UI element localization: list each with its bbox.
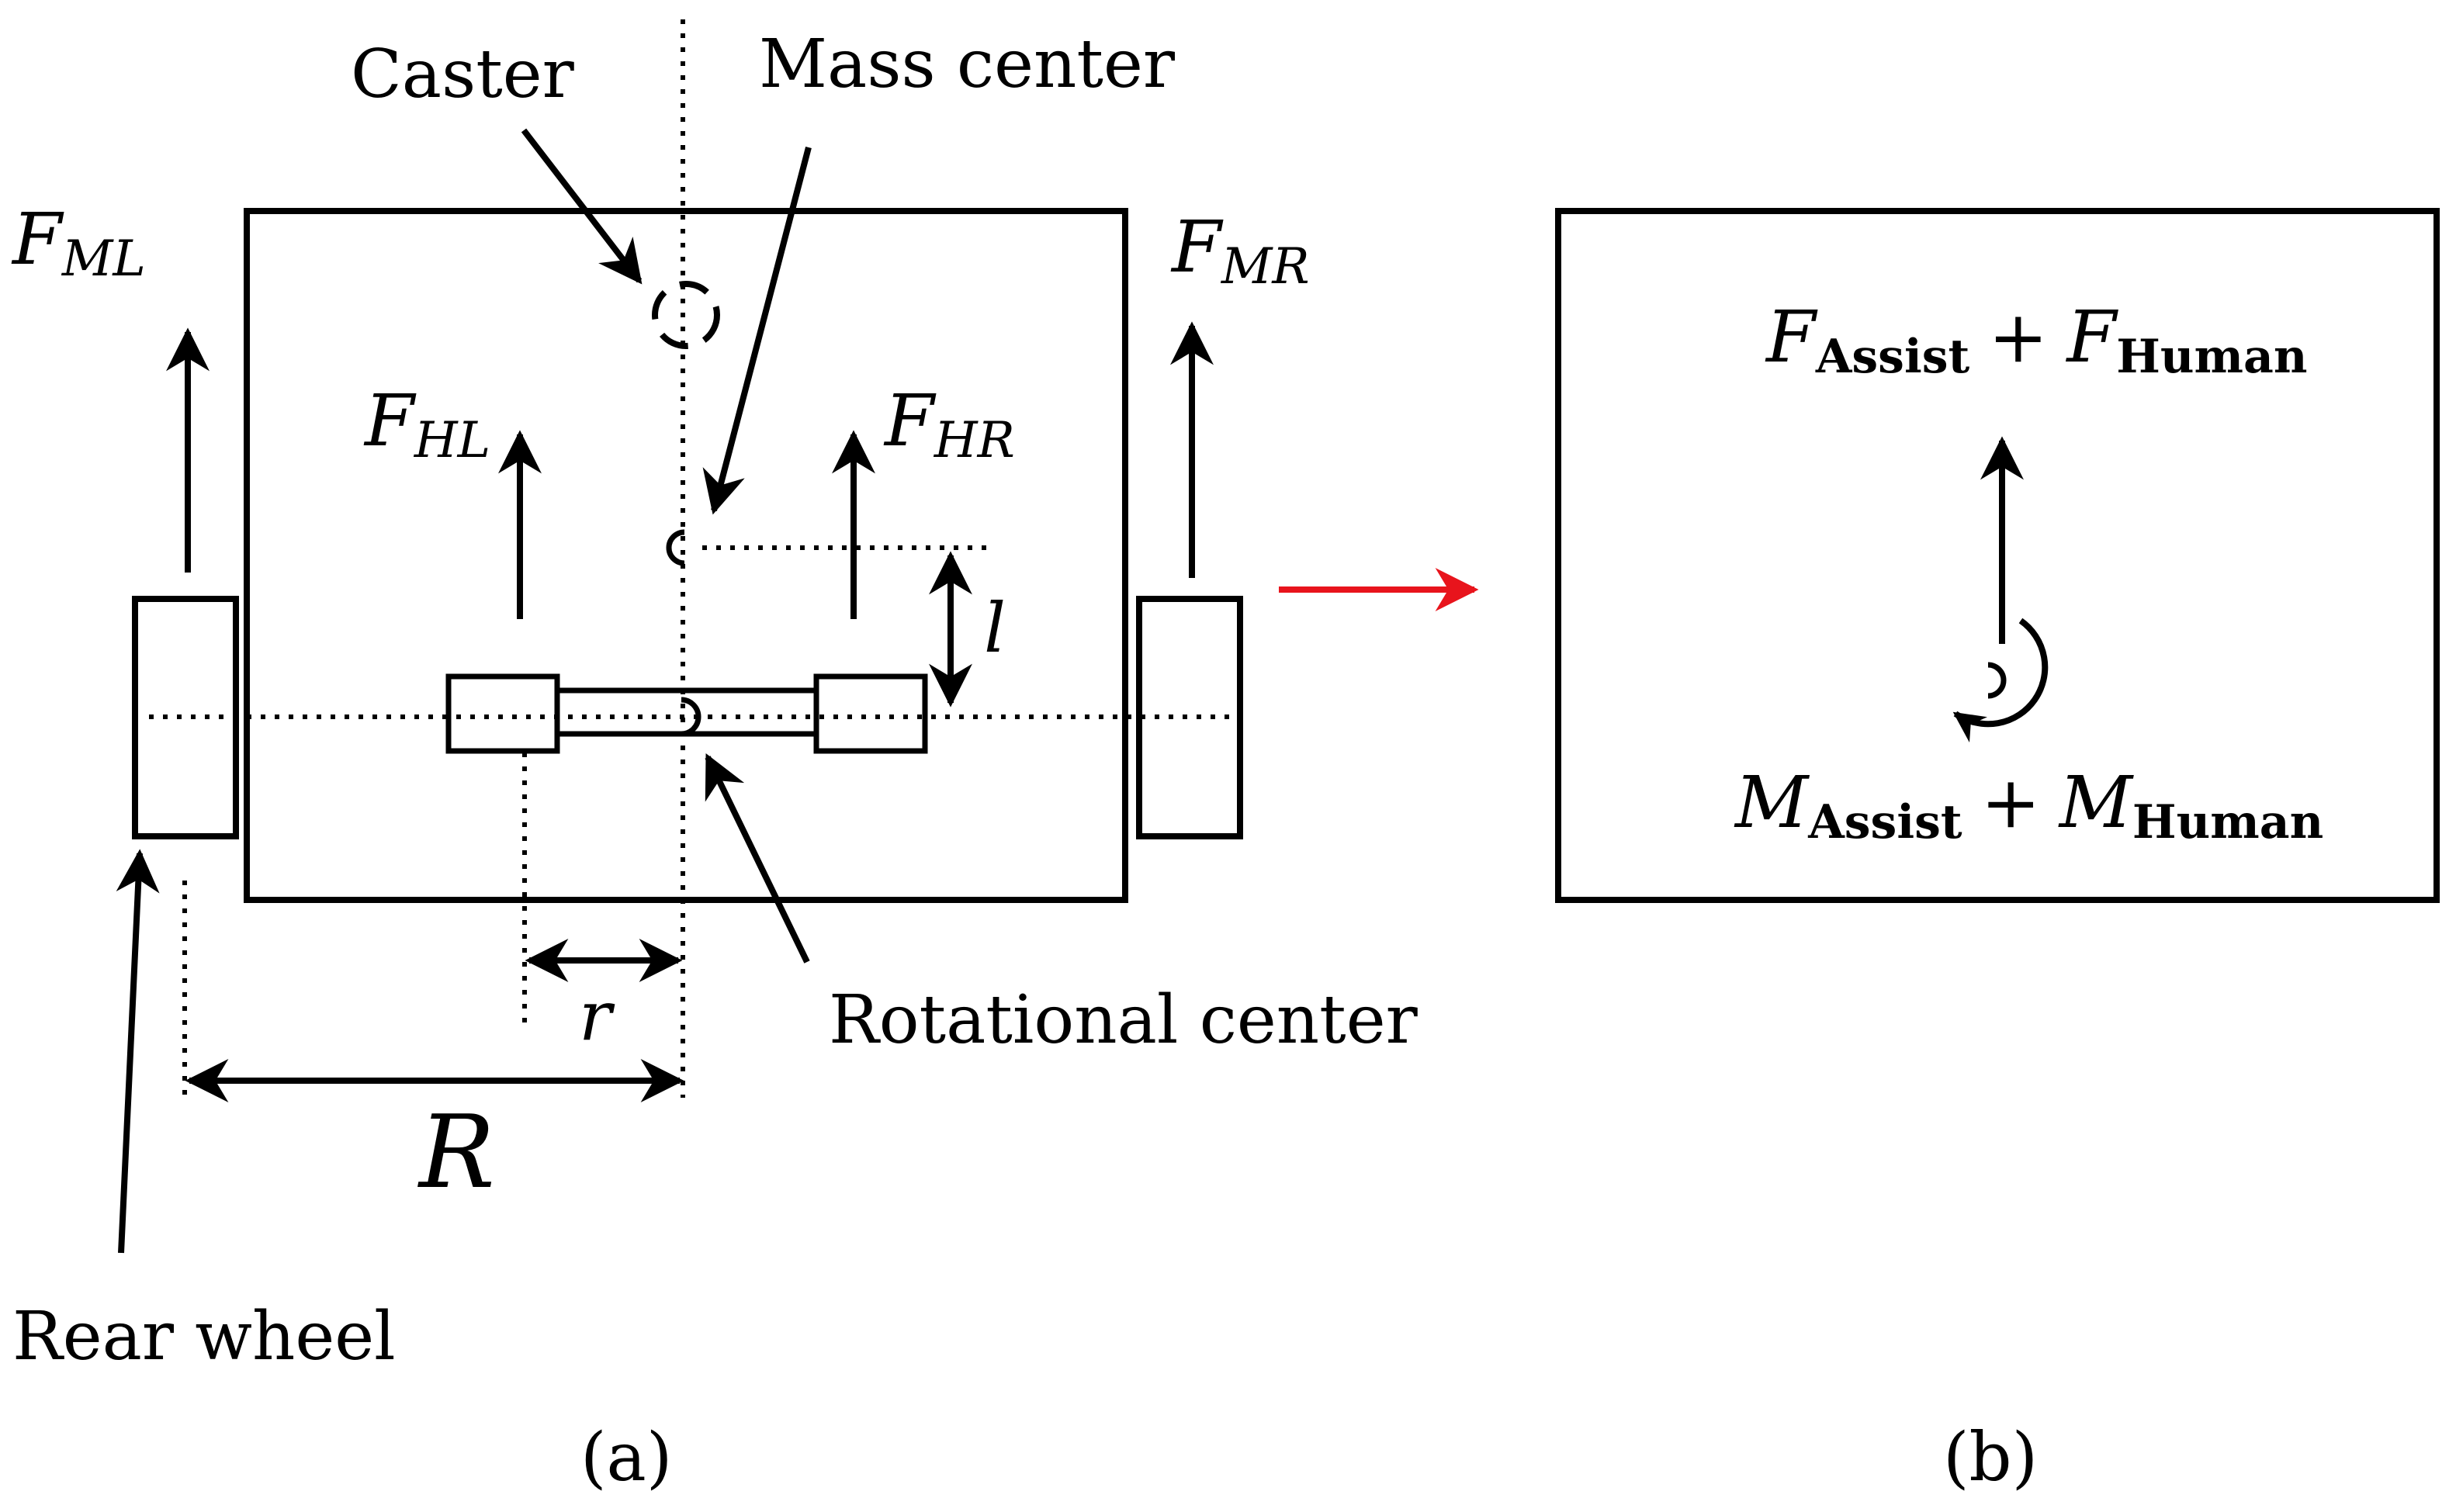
reference-lines <box>149 19 1238 1098</box>
pointer-arrows <box>116 128 812 1254</box>
resultant-center-marker <box>1987 662 2007 699</box>
f-mr-label: FMR <box>1170 206 1310 296</box>
dim-l-label: l <box>984 588 1006 668</box>
rear-wheel-pointer <box>116 849 160 1254</box>
dim-R-label: R <box>417 1093 495 1211</box>
f-hr-label: FHR <box>883 379 1015 469</box>
force-sum-label: FAssist+FHuman <box>1765 296 2308 384</box>
f-ml-label: FML <box>11 198 146 288</box>
chair-frame <box>244 208 1128 903</box>
right-handle-grip <box>813 673 928 754</box>
panel-b: FAssist+FHuman MAssist+MHuman (b) <box>1555 208 2440 1496</box>
panel-a: Caster Mass center Rotational center Rea… <box>11 19 1419 1496</box>
rotational-center-pointer <box>705 753 810 964</box>
mass-center-label: Mass center <box>759 26 1176 103</box>
caster-label: Caster <box>351 36 575 113</box>
mass-center-pointer <box>702 146 812 515</box>
equivalent-system-box <box>1555 208 2440 903</box>
moment-sum-label: MAssist+MHuman <box>1734 761 2323 849</box>
caster-icon <box>652 281 720 349</box>
rotational-center-label: Rotational center <box>829 981 1419 1059</box>
caption-b: (b) <box>1943 1419 2038 1496</box>
right-rear-wheel <box>1136 596 1243 839</box>
caster-pointer <box>521 128 643 285</box>
dim-r-label: r <box>579 976 615 1056</box>
resultant-moment-arrow <box>1952 618 2049 743</box>
caption-a: (a) <box>580 1419 672 1496</box>
rotational-center-marker <box>681 697 701 737</box>
mass-center-marker <box>666 529 685 566</box>
rear-wheel-label: Rear wheel <box>12 1298 396 1375</box>
dimension-arrows <box>185 551 972 1102</box>
force-arrows <box>166 321 1214 619</box>
handle-bar <box>554 687 819 737</box>
f-hl-label: FHL <box>363 379 490 469</box>
left-handle-grip <box>445 673 560 754</box>
